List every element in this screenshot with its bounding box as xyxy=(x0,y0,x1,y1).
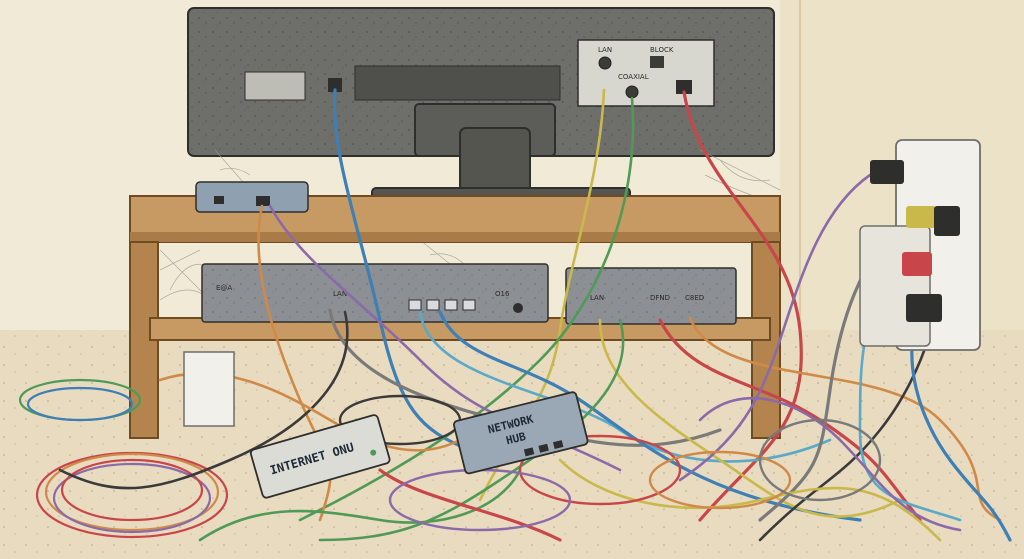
cable-strand xyxy=(332,88,472,452)
cable-strand xyxy=(438,310,862,522)
tv-port-left xyxy=(328,78,342,92)
small-modem-port-2 xyxy=(256,196,270,206)
receiver-power-port xyxy=(513,303,523,313)
switch-box-dust xyxy=(566,268,736,324)
onu-led xyxy=(370,449,377,456)
cable-strand xyxy=(682,90,803,522)
paper-box xyxy=(183,351,235,427)
tv-label-plate xyxy=(244,71,306,101)
switch-box: LAN DFND C8ED xyxy=(565,267,737,325)
hub-port-1 xyxy=(523,447,535,457)
plug-5 xyxy=(906,294,942,322)
small-modem-body xyxy=(195,181,309,213)
cable-loop xyxy=(518,434,682,506)
internet-onu: INTERNET ONU xyxy=(249,414,391,499)
receiver-lan-label: LAN xyxy=(333,290,347,298)
power-strip xyxy=(859,225,931,347)
power-outlets xyxy=(859,139,981,351)
receiver-port-1 xyxy=(408,299,422,311)
cable-strand xyxy=(598,318,902,518)
cable-strand xyxy=(910,308,1012,542)
tv-port-coax xyxy=(598,56,612,70)
tv-port-coax-2 xyxy=(625,85,639,99)
tv-port-block-label: BLOCK xyxy=(650,46,674,54)
cable-loop xyxy=(648,450,792,510)
hub-port-2 xyxy=(538,443,549,453)
onu-body xyxy=(249,414,391,499)
cable-strand xyxy=(678,173,872,482)
network-hub: NETWORK HUB xyxy=(453,391,589,475)
cable-loop xyxy=(758,418,882,502)
switch-box-port-a-label: DFND xyxy=(650,294,670,302)
hub-port-3 xyxy=(552,440,564,450)
receiver-port-4 xyxy=(462,299,476,311)
shelf-top-edge xyxy=(130,232,780,242)
cable-strand xyxy=(58,310,349,490)
receiver-brand-label: E@A xyxy=(216,284,232,292)
receiver-port-2 xyxy=(426,299,440,311)
cable-strand xyxy=(298,96,635,522)
tv-port-lan-label: LAN xyxy=(598,46,612,54)
cable-strand xyxy=(198,468,522,542)
cable-strand xyxy=(378,468,562,542)
cable-strand xyxy=(318,318,625,542)
tv-vent xyxy=(354,65,561,101)
switch-box-lan-label: LAN xyxy=(590,294,604,302)
switch-box-port-b-label: C8ED xyxy=(685,294,704,302)
floor-cable-coil xyxy=(18,378,229,539)
tv-port-block xyxy=(650,56,664,68)
tv-port-power xyxy=(676,80,692,94)
receiver-code-label: O16 xyxy=(495,290,510,298)
plug-2 xyxy=(906,206,936,228)
tv-stand-neck xyxy=(459,127,531,193)
small-modem xyxy=(195,181,309,213)
hub-label-line2: HUB xyxy=(505,430,528,448)
plug-4 xyxy=(902,252,932,276)
tv-port-coaxial-label: COAXIAL xyxy=(618,73,649,81)
cable-strand xyxy=(558,458,942,542)
hub-body xyxy=(453,391,589,475)
plug-3 xyxy=(934,206,960,236)
plug-1 xyxy=(870,160,904,184)
tv-port-panel xyxy=(577,39,715,107)
cable-strand xyxy=(698,396,962,532)
small-modem-port xyxy=(214,196,224,204)
receiver-port-3 xyxy=(444,299,458,311)
